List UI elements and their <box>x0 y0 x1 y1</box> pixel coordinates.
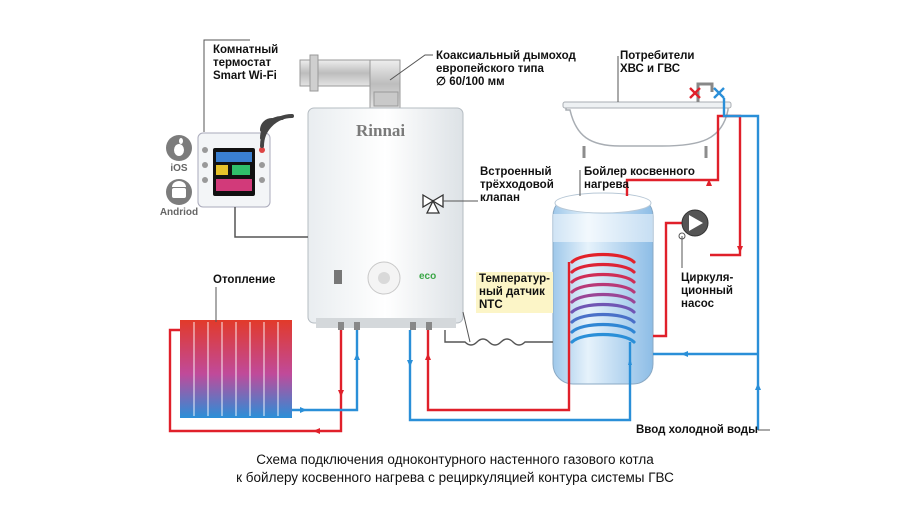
android-label: Andriod <box>159 207 199 218</box>
heating-label: Отопление <box>213 274 276 286</box>
ios-label: iOS <box>170 163 188 174</box>
consumers-label: Потребители ХВС и ГВС <box>620 50 695 75</box>
thermostat-cable <box>234 207 308 238</box>
recirculation-line <box>653 221 682 338</box>
hot-water-line <box>625 114 742 257</box>
boiler-tank-label: Бойлер косвенного нагрева <box>584 166 695 191</box>
hot-tap-icon <box>689 87 701 99</box>
eco-logo: eco <box>419 271 437 282</box>
bathtub <box>562 82 732 158</box>
heating-supply-pipe <box>168 328 343 433</box>
three-way-valve-icon <box>422 193 444 214</box>
faucet-icon <box>696 82 714 102</box>
cold-water-label: Ввод холодной воды <box>636 424 758 436</box>
caption-line-1: Схема подключения одноконтурного настенн… <box>256 452 654 467</box>
wifi-icon <box>260 114 294 148</box>
gas-boiler <box>307 107 464 330</box>
caption-line-2: к бойлеру косвенного нагрева с рециркуля… <box>236 470 674 485</box>
android-icon <box>166 179 192 205</box>
flow-arrows <box>300 179 761 434</box>
cold-tap-icon <box>713 87 725 99</box>
room-thermostat <box>197 132 271 208</box>
radiator <box>180 320 292 418</box>
flue-label: Коаксиальный дымоход европейского типа ∅… <box>436 50 576 88</box>
boiler-brand-logo: Rinnai <box>356 121 406 140</box>
coil-return-pipe <box>408 330 632 422</box>
valve-label: Встроенный трёхходовой клапан <box>480 166 554 204</box>
ntc-sensor-cable <box>444 311 553 346</box>
pump-label: Циркуля- ционный насос <box>681 272 734 310</box>
heating-return-pipe <box>292 330 359 412</box>
cold-supply-line <box>722 98 760 430</box>
apple-icon <box>166 135 192 161</box>
heat-exchanger-coil <box>570 252 636 344</box>
flue-leader <box>389 54 433 81</box>
ntc-sensor-label: Температур- ный датчик NTC <box>476 272 553 313</box>
coaxial-flue <box>299 54 401 109</box>
thermostat-leader <box>203 39 250 132</box>
thermostat-label: Комнатный термостат Smart Wi-Fi <box>213 44 279 82</box>
coil-supply-pipe <box>426 262 571 412</box>
circulation-pump-icon <box>678 209 709 240</box>
